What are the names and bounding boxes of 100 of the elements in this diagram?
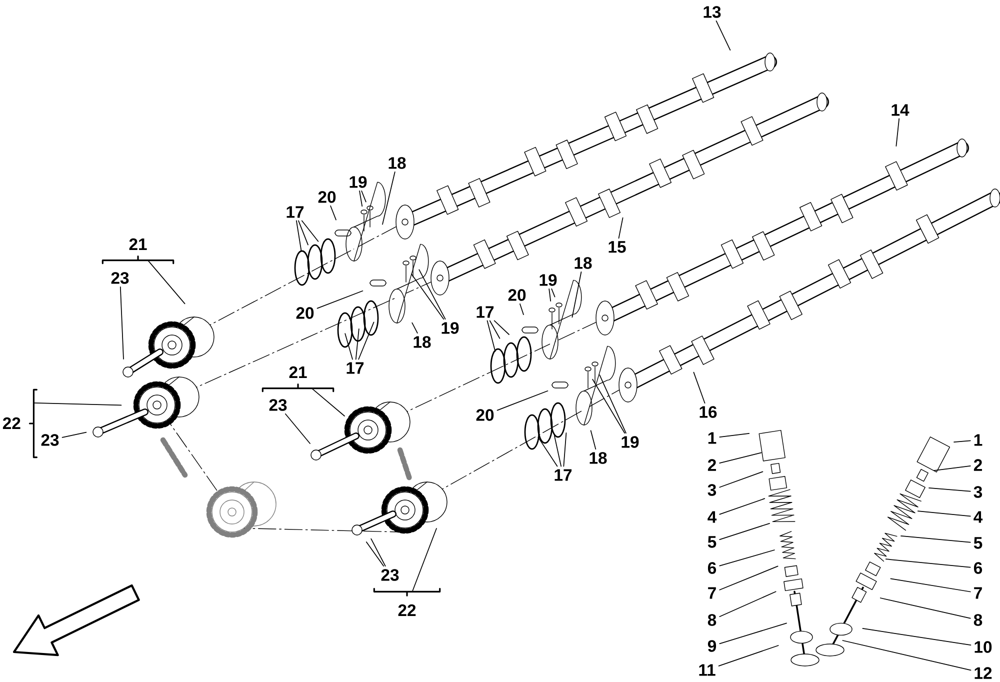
leader-line [900, 536, 971, 543]
leader-line [554, 435, 562, 467]
callout-number: 15 [608, 241, 626, 253]
callout-number: 17 [286, 206, 304, 218]
callout-number: 1 [708, 432, 716, 444]
leader-line [147, 260, 186, 304]
leader-line [592, 378, 626, 434]
leader-line [719, 622, 787, 644]
callout-number: 23 [269, 399, 287, 411]
leader-line [563, 432, 567, 467]
callout-number: 10 [974, 641, 992, 653]
leader-line [370, 538, 386, 567]
leader-line [719, 452, 762, 464]
leader-line [344, 333, 353, 360]
callout-number: 14 [892, 104, 910, 116]
leader-line [928, 487, 971, 492]
callout-number: 5 [708, 536, 716, 548]
leader-line [418, 269, 446, 320]
leader-line [719, 498, 766, 515]
callout-number: 18 [414, 336, 431, 348]
leader-line [358, 322, 374, 360]
leader-line [62, 432, 87, 438]
leader-line [355, 328, 360, 360]
leader-line [719, 471, 764, 488]
callout-number: 2 [974, 459, 982, 471]
leader-line [496, 390, 548, 411]
callout-number: 23 [111, 272, 129, 284]
leader-line [917, 510, 971, 517]
callout-number: 11 [699, 664, 716, 676]
leader-line [520, 303, 524, 316]
leader-line [412, 528, 437, 592]
leader-line [330, 205, 336, 220]
leader-line [862, 628, 972, 646]
callout-number: 21 [289, 366, 307, 378]
callout-number: 6 [708, 562, 716, 574]
callout-number: 22 [398, 604, 416, 616]
callout-number: 20 [476, 409, 494, 421]
leader-line [599, 374, 626, 434]
callout-number: 8 [708, 614, 716, 626]
callout-number: 19 [622, 436, 639, 448]
callout-number: 13 [704, 6, 721, 18]
callout-number: 21 [129, 238, 147, 250]
callout-number: 17 [346, 362, 364, 374]
leader-line [296, 220, 302, 252]
callout-number: 23 [381, 569, 399, 581]
leader-line [311, 388, 345, 416]
callout-number: 7 [708, 587, 716, 599]
callout-number: 2 [708, 459, 716, 471]
leader-line [366, 542, 384, 567]
leader-line [548, 288, 552, 302]
leader-line [954, 440, 971, 443]
callout-number: 9 [708, 640, 716, 652]
leader-line [719, 432, 750, 438]
leader-line [719, 522, 770, 540]
leader-line [842, 640, 972, 671]
callout-number: 4 [708, 511, 717, 523]
leader-line [551, 288, 556, 298]
leader-line [298, 220, 308, 246]
leader-line [412, 322, 418, 334]
callout-number: 20 [508, 289, 526, 301]
callout-number: 4 [974, 511, 983, 523]
callout-number: 20 [296, 307, 314, 319]
callout-number: 23 [41, 434, 59, 446]
callout-number: 8 [974, 614, 982, 626]
leader-line [719, 566, 778, 590]
leader-line [933, 466, 971, 472]
leader-line [719, 591, 776, 618]
leader-line [301, 220, 319, 242]
leader-line [716, 20, 731, 51]
leader-line [890, 578, 971, 592]
leader-line [572, 271, 582, 318]
callout-number: 18 [590, 452, 607, 464]
callout-number: 22 [2, 417, 20, 429]
callout-number: 12 [974, 667, 992, 679]
callout-number: 18 [388, 157, 406, 169]
leader-line [719, 550, 775, 566]
callout-number: 7 [974, 587, 982, 599]
callout-number: 19 [540, 274, 557, 286]
leader-line [618, 217, 624, 239]
callout-number: 5 [974, 537, 982, 549]
leader-line [316, 290, 364, 309]
callout-number: 18 [574, 257, 592, 269]
leader-line [382, 171, 396, 225]
callout-number: 1 [974, 434, 982, 446]
leader-line [284, 413, 310, 444]
leader-line [120, 286, 124, 360]
leader-line [33, 402, 122, 406]
leader-line [538, 436, 558, 467]
callout-number: 17 [554, 469, 572, 481]
leader-line [361, 190, 366, 202]
leader-line [359, 190, 363, 207]
callout-number: 20 [318, 191, 336, 203]
callout-number: 3 [708, 484, 716, 496]
leader-line [885, 558, 971, 568]
leader-line [590, 430, 596, 450]
leader-line [489, 320, 500, 339]
leader-line [494, 320, 510, 335]
callout-number: 17 [476, 306, 494, 318]
leader-line [896, 118, 900, 147]
callout-number: 6 [974, 562, 982, 574]
